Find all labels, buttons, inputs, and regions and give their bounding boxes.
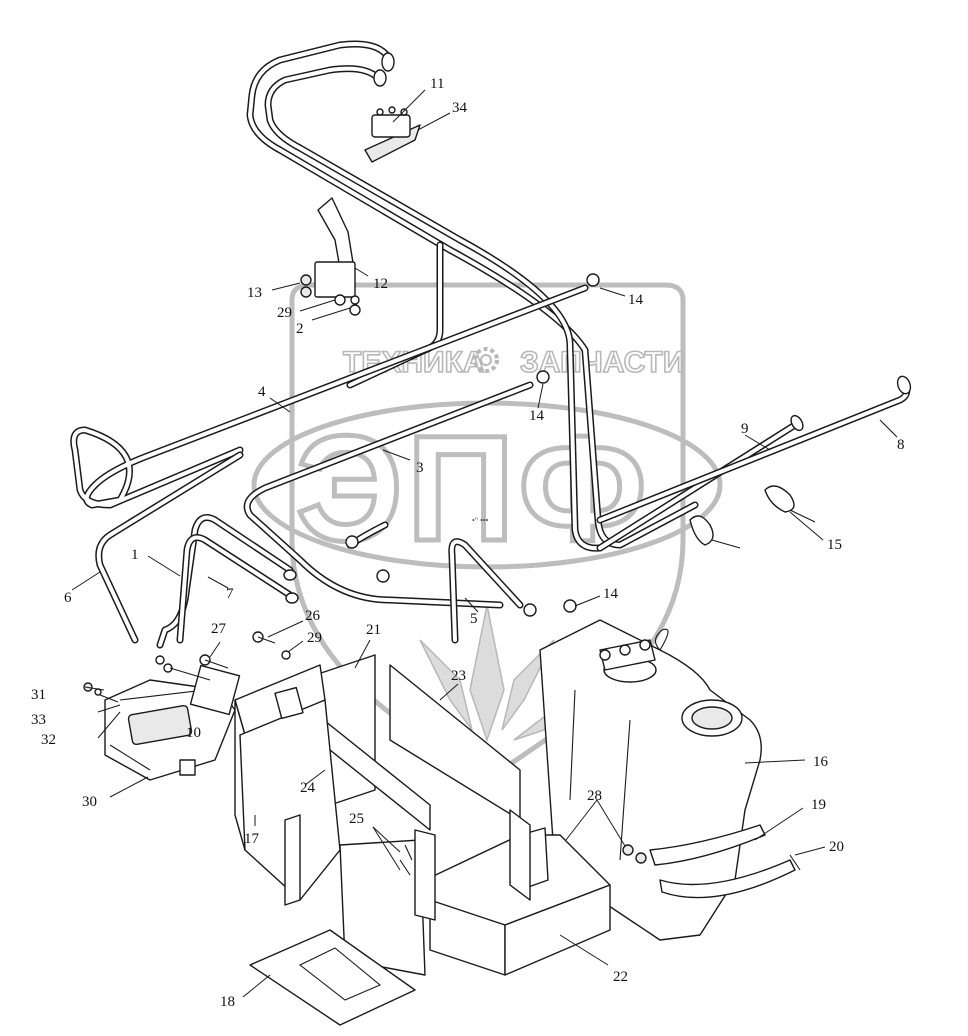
callout-29-low: 29 <box>307 630 322 646</box>
callout-21: 21 <box>366 622 381 638</box>
callout-2: 2 <box>296 321 304 337</box>
callout-13: 13 <box>247 285 262 301</box>
pipe-8-nozzle <box>896 375 912 395</box>
callout-17: 17 <box>244 831 260 847</box>
bolt-32 <box>99 694 119 703</box>
pipe-7-inner <box>178 535 292 642</box>
callout-7: 7 <box>226 586 234 602</box>
clamp <box>376 569 390 583</box>
pipe-7 <box>176 534 294 644</box>
nut-28 <box>635 852 647 864</box>
housing-17 <box>234 664 341 906</box>
callout-6: 6 <box>64 590 72 606</box>
tank-16 <box>539 619 801 941</box>
callout-22: 22 <box>613 969 628 985</box>
strap-20 <box>659 859 796 899</box>
pipe-end <box>285 592 299 604</box>
bolt-2 <box>349 304 361 316</box>
callout-27: 27 <box>211 621 227 637</box>
pipe-4-inner <box>71 286 587 507</box>
pipe-1-inner <box>158 515 292 647</box>
callout-14-mid: 14 <box>529 408 545 424</box>
callout-1: 1 <box>131 547 139 563</box>
callout-25: 25 <box>349 811 364 827</box>
leader-lines <box>71 89 898 998</box>
clamp-14 <box>536 370 550 384</box>
callout-30: 30 <box>82 794 97 810</box>
callout-24: 24 <box>300 780 316 796</box>
valve-11 <box>371 114 411 138</box>
clamp-14 <box>586 273 600 287</box>
callout-14-top: 14 <box>628 292 644 308</box>
bracket-12 <box>300 197 361 316</box>
cable-ties-15 <box>689 485 816 549</box>
callout-18: 18 <box>220 994 235 1010</box>
callout-20: 20 <box>829 839 844 855</box>
panel-25 <box>339 829 436 976</box>
pipe-3-inner <box>245 383 532 607</box>
box-22 <box>424 827 647 976</box>
callout-34: 34 <box>452 100 468 116</box>
pipe-5-inner <box>449 539 522 642</box>
valve-assembly <box>364 106 421 163</box>
pipe-6-inner <box>96 453 242 642</box>
clamps <box>345 273 600 617</box>
callout-5: 5 <box>470 611 478 627</box>
nut-28 <box>622 844 634 856</box>
nut-13 <box>300 286 312 298</box>
callout-12: 12 <box>373 276 388 292</box>
watermark-tiny-text: •" ••• <box>472 516 489 525</box>
washer-33 <box>94 688 102 696</box>
mat-18 <box>249 929 416 1026</box>
callout-19: 19 <box>811 797 826 813</box>
callout-29-top: 29 <box>277 305 292 321</box>
washer-29b <box>281 650 291 660</box>
watermark-shield <box>289 282 686 784</box>
callout-16: 16 <box>813 754 829 770</box>
callout-32: 32 <box>41 732 56 748</box>
clamp <box>345 535 359 549</box>
callout-28: 28 <box>587 788 602 804</box>
callout-14-low: 14 <box>603 586 619 602</box>
pipes <box>70 40 912 649</box>
callout-33: 33 <box>31 712 46 728</box>
callout-8: 8 <box>897 437 905 453</box>
clamp <box>523 603 537 617</box>
callout-23: 23 <box>451 668 466 684</box>
callout-15: 15 <box>827 537 842 553</box>
pipe-top-nozzle <box>373 69 387 87</box>
callout-31: 31 <box>31 687 46 703</box>
callout-9: 9 <box>741 421 749 437</box>
pipe-9-nozzle <box>790 414 804 432</box>
nut-13 <box>300 274 312 286</box>
pipe-top-nozzle <box>381 52 395 72</box>
washer-29 <box>334 294 346 306</box>
callout-4: 4 <box>258 384 266 400</box>
heater-assembly <box>83 631 291 781</box>
callout-10: 10 <box>186 725 201 741</box>
gear-icon <box>473 347 499 373</box>
callout-labels: 11 34 12 13 29 2 14 14 14 4 3 9 8 15 1 6… <box>31 76 905 1010</box>
callout-11: 11 <box>430 76 444 92</box>
callout-3: 3 <box>416 460 424 476</box>
shield-23 <box>389 664 531 901</box>
pipe-end <box>283 569 297 581</box>
pipe-upper-loop-inner-inner <box>266 66 602 551</box>
callout-26: 26 <box>305 608 321 624</box>
clamp-14 <box>563 599 577 613</box>
strap-19 <box>649 824 766 866</box>
